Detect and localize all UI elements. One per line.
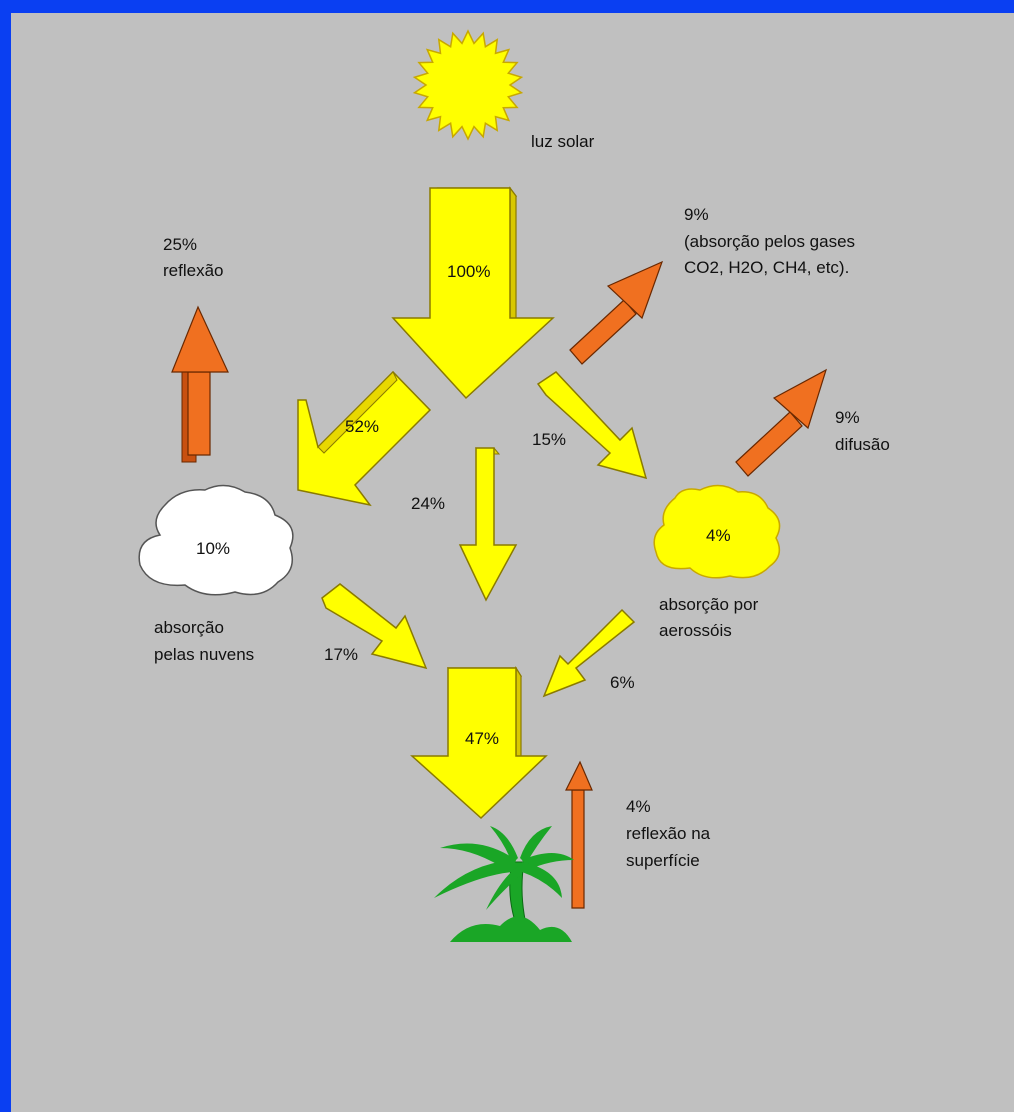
aerosol-to-surface-value: 6% (610, 671, 635, 695)
palm-tree-icon (434, 826, 574, 942)
cloud-value: 10% (196, 537, 230, 561)
to-aerosol-value: 15% (532, 428, 566, 452)
surface-total-value: 47% (465, 727, 499, 751)
direct-value: 24% (411, 492, 445, 516)
surface-reflection-line2: superfície (626, 849, 700, 873)
incoming-100-arrow (393, 188, 553, 398)
aerosol-value: 4% (706, 524, 731, 548)
surface-reflection-arrow (566, 762, 592, 908)
gas-absorption-value: 9% (684, 203, 709, 227)
surface-reflection-value: 4% (626, 795, 651, 819)
reflection-arrow (172, 307, 228, 462)
diffusion-label: difusão (835, 433, 890, 457)
reflection-label: reflexão (163, 259, 223, 283)
direct-24-arrow (460, 448, 516, 600)
sun-label: luz solar (531, 130, 594, 154)
diffusion-value: 9% (835, 406, 860, 430)
aerosol-label-line1: absorção por (659, 593, 758, 617)
cloud-label-line1: absorção (154, 616, 224, 640)
cloud-to-surface-value: 17% (324, 643, 358, 667)
to-cloud-value: 52% (345, 415, 379, 439)
to-aerosol-15-arrow (538, 372, 646, 478)
incoming-value: 100% (447, 260, 490, 284)
reflection-value: 25% (163, 233, 197, 257)
gas-absorption-line2: CO2, H2O, CH4, etc). (684, 256, 849, 280)
gas-absorption-arrow (570, 262, 662, 364)
sun-icon (415, 31, 522, 139)
aerosol-label-line2: aerossóis (659, 619, 732, 643)
diffusion-arrow (736, 370, 826, 476)
surface-reflection-line1: reflexão na (626, 822, 710, 846)
gas-absorption-line1: (absorção pelos gases (684, 230, 855, 254)
cloud-label-line2: pelas nuvens (154, 643, 254, 667)
